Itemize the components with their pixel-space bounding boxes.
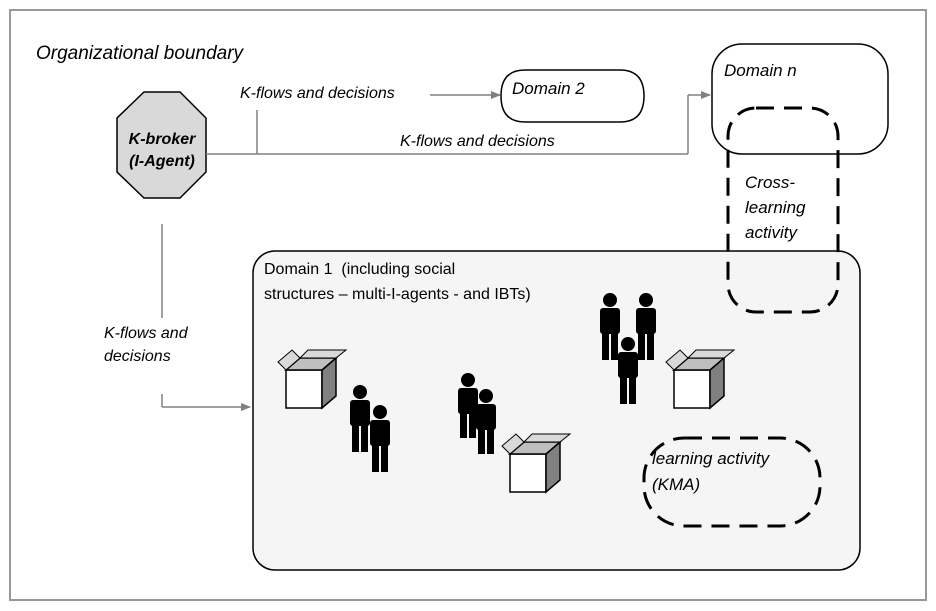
person-group-icon xyxy=(350,385,390,472)
box-icon xyxy=(277,349,348,410)
flow-label-domain2: K-flows and decisions xyxy=(240,85,395,102)
broker-label-line1: K-broker xyxy=(128,131,196,148)
domain1-label-line1: Domain 1 (including social xyxy=(264,261,456,278)
boundary-label: Organizational boundary xyxy=(36,43,244,64)
learning-activity-line2: (KMA) xyxy=(652,475,701,494)
flow-label-domain1-line1: K-flows and xyxy=(104,325,188,342)
learning-activity-line1: learning activity xyxy=(652,449,770,468)
box-icon xyxy=(665,349,736,410)
cross-learning-shape xyxy=(726,106,840,314)
domain-n-shape xyxy=(711,43,889,155)
learning-activity-shape xyxy=(642,436,822,528)
octagon-agent-icon xyxy=(116,91,207,199)
domain1-label-line2: structures – multi-I-agents - and IBTs) xyxy=(264,286,531,303)
cross-learning-line1: Cross- xyxy=(745,173,796,192)
broker-label-line2: (I-Agent) xyxy=(129,153,195,170)
domain1-shape xyxy=(252,250,861,571)
domain-n-label: Domain n xyxy=(724,61,797,80)
person-group-icon xyxy=(458,373,496,454)
cross-learning-line3: activity xyxy=(745,223,797,242)
flow-label-domain1-line2: decisions xyxy=(104,348,171,365)
cross-learning-line2: learning xyxy=(745,198,806,217)
box-icon xyxy=(501,433,572,494)
person-group-icon xyxy=(600,293,656,404)
flow-label-domain-n: K-flows and decisions xyxy=(400,133,555,150)
domain2-shape xyxy=(500,69,645,123)
domain2-label: Domain 2 xyxy=(512,79,585,98)
